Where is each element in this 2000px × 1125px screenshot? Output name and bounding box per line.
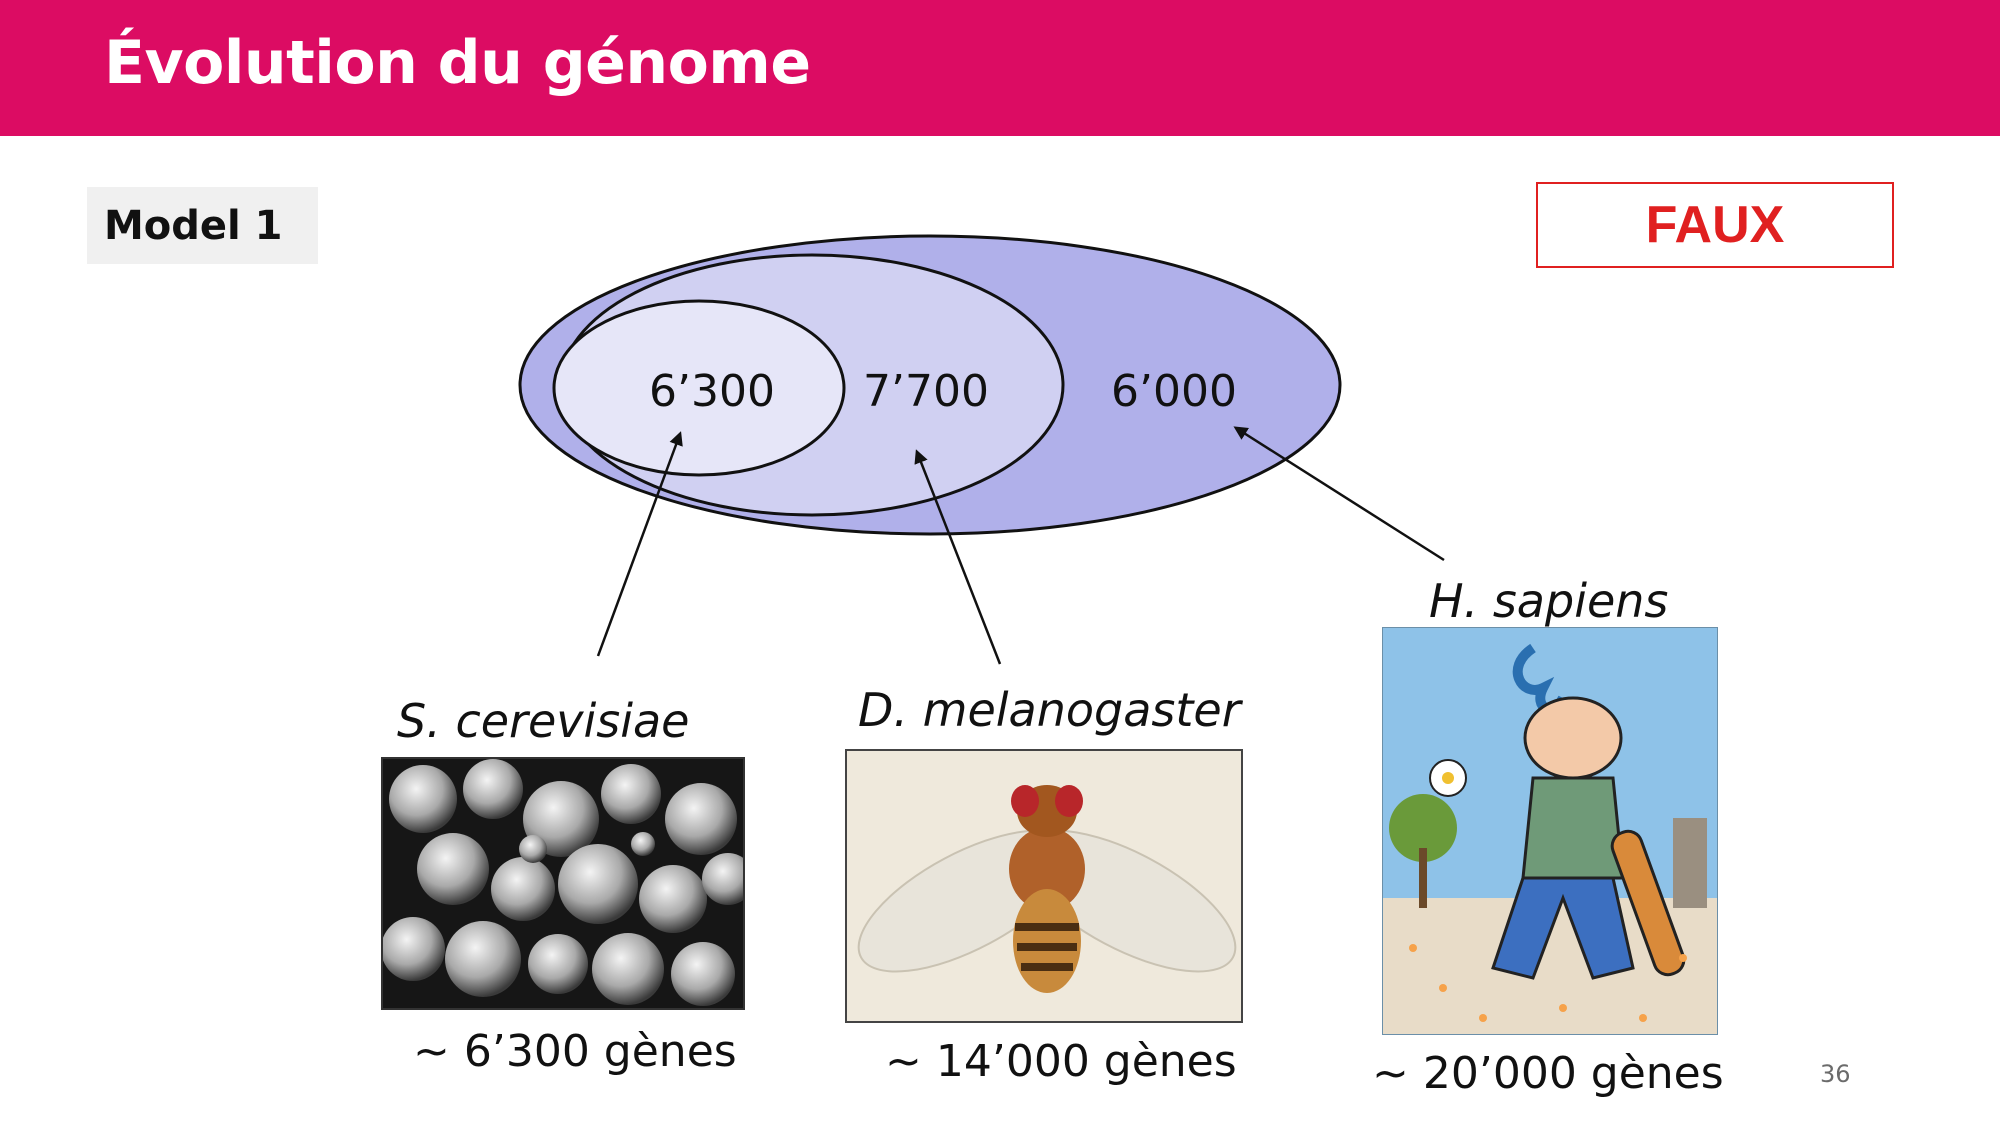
species-name-yeast: S. cerevisiae [397, 694, 690, 748]
slide-title: Évolution du génome [104, 28, 811, 98]
venn-region-label: 6’300 [649, 366, 775, 417]
arrow-fly [914, 449, 1002, 665]
page-number: 36 [1820, 1060, 1851, 1088]
venn-region-label: 7’700 [863, 366, 989, 417]
verdict-badge: FAUX [1536, 182, 1894, 268]
gene-count-yeast: ~ 6’300 gènes [413, 1026, 737, 1077]
venn-region-label: 6’000 [1111, 366, 1237, 417]
venn-inner-ellipse [552, 299, 846, 477]
yeast-micrograph-image [381, 757, 745, 1010]
gene-count-fly: ~ 14’000 gènes [885, 1036, 1237, 1087]
gene-count-human: ~ 20’000 gènes [1372, 1048, 1724, 1099]
species-name-human: H. sapiens [1429, 574, 1669, 628]
cartoon-skater-image [1382, 627, 1718, 1035]
model-label: Model 1 [87, 187, 318, 264]
slide-header: Évolution du génome [0, 0, 2000, 136]
arrow-human [1233, 426, 1445, 562]
species-name-fly: D. melanogaster [858, 683, 1241, 737]
arrow-yeast [596, 431, 683, 657]
fruit-fly-image [845, 749, 1243, 1023]
